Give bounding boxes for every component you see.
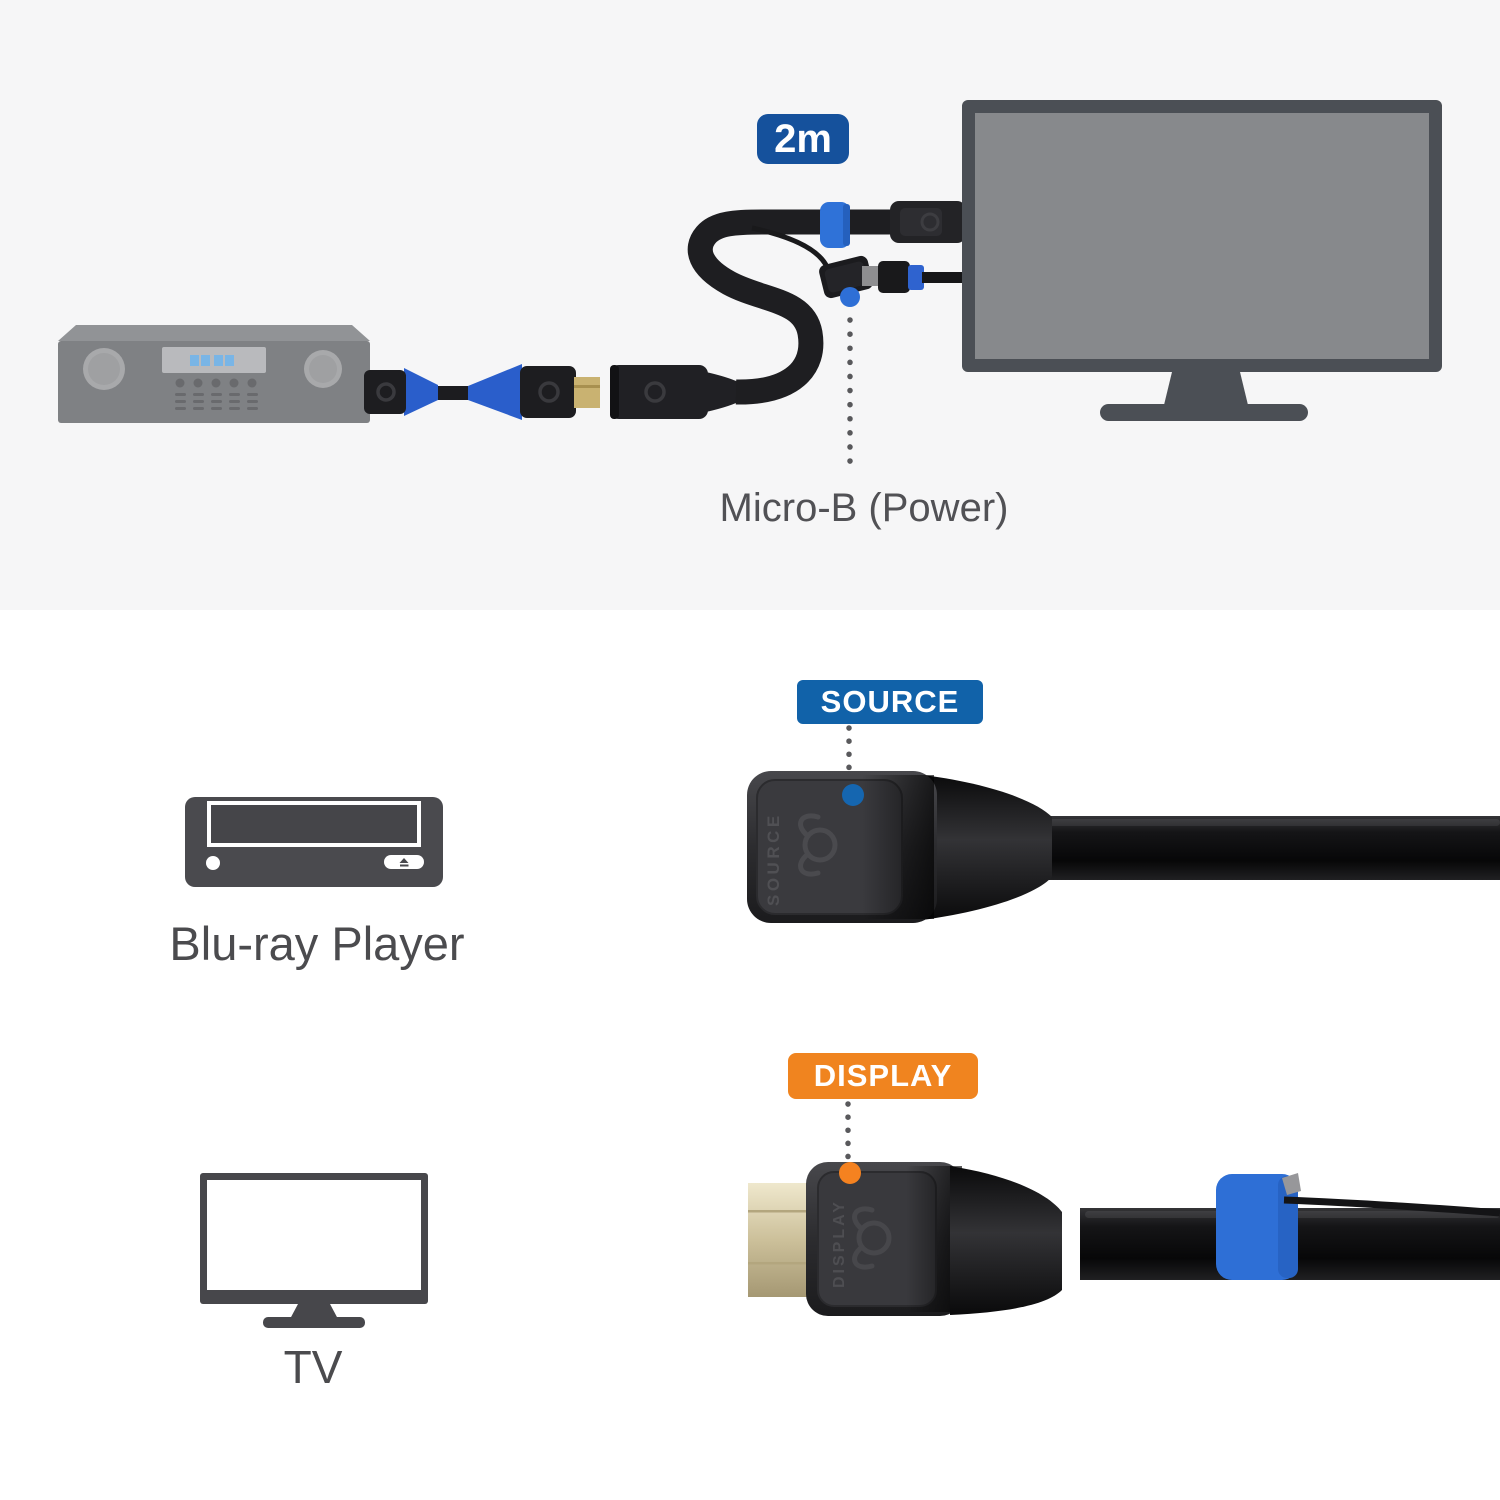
display-connector-photo: DISPLAY: [748, 1162, 1500, 1316]
micro-b-power-connector: [862, 261, 968, 293]
receiver-vents: [175, 393, 258, 410]
display-dot-marker: [839, 1162, 861, 1184]
display-embossed-label: DISPLAY: [831, 1199, 848, 1288]
display-badge: DISPLAY: [788, 1053, 978, 1099]
disc-tray-slot: [207, 801, 421, 847]
tv-screen: [975, 113, 1429, 359]
hdmi-connector-strain-relief: [404, 368, 438, 416]
tv-icon-screen: [207, 1180, 421, 1290]
velcro-tie: [820, 202, 850, 248]
display-gold-plug: [748, 1183, 814, 1297]
power-wire: [1283, 1196, 1500, 1217]
source-badge: SOURCE: [797, 680, 983, 724]
source-connector-photo: SOURCE: [747, 771, 1500, 923]
bluray-player-label: Blu-ray Player: [169, 917, 465, 970]
brand-logo-icon: [798, 813, 838, 877]
length-badge: 2m: [757, 114, 849, 164]
flat-cable-s-curve: [687, 209, 908, 405]
av-receiver-illustration: [58, 325, 370, 423]
power-button-dot: [206, 856, 220, 870]
tv-icon: [200, 1173, 428, 1328]
micro-b-pigtail-wire: [751, 225, 830, 269]
micro-b-label: Micro-B (Power): [719, 486, 1009, 530]
hdmi-cable-illustration: [364, 201, 968, 420]
hdmi-gold-tip: [574, 377, 600, 408]
hdmi-male-plug: [520, 366, 576, 418]
velcro-strap: [1216, 1173, 1301, 1280]
power-cable: [922, 272, 968, 283]
power-dot-marker: [840, 287, 860, 307]
hdmi-female-port: [610, 365, 708, 419]
receiver-buttons: [175, 378, 257, 388]
tv-label: TV: [283, 1341, 343, 1393]
source-embossed-label: SOURCE: [764, 812, 783, 906]
bluray-player-icon: [185, 797, 443, 887]
tv-illustration: [962, 100, 1442, 421]
hdmi-connector-receiver: [364, 370, 406, 414]
micro-b-adapter: [819, 255, 873, 299]
source-dot-marker: [842, 784, 864, 806]
brand-logo-icon: [852, 1206, 892, 1270]
source-cable: [1030, 816, 1500, 880]
